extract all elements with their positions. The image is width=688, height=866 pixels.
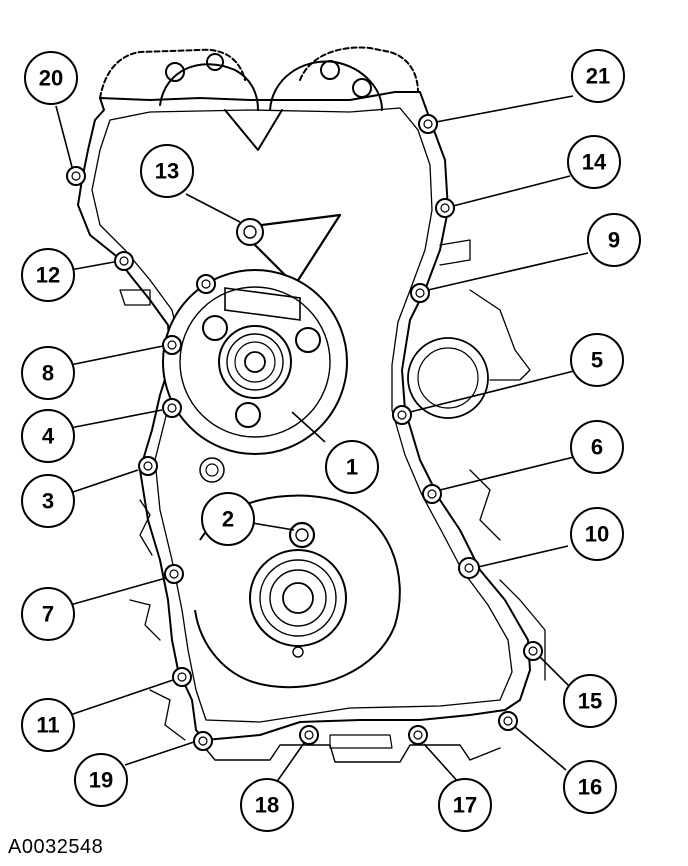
callout-2: 2: [201, 492, 255, 546]
crankshaft-seal-area: [194, 494, 401, 689]
callout-3: 3: [21, 474, 75, 528]
callout-10: 10: [570, 507, 624, 561]
bolt-16-head: [498, 711, 518, 731]
bolt-3-head: [138, 456, 158, 476]
bolt-6-head: [422, 484, 442, 504]
callout-label: 12: [36, 263, 60, 288]
bolt-17-head: [408, 725, 428, 745]
callout-16: 16: [563, 760, 617, 814]
callout-5: 5: [570, 333, 624, 387]
bolt-19-head: [193, 731, 213, 751]
callout-label: 3: [42, 489, 54, 514]
cover-outline: [77, 91, 531, 741]
bolt-top-head: [196, 274, 216, 294]
callout-label: 14: [582, 150, 607, 175]
callout-11: 11: [21, 698, 75, 752]
callout-12: 12: [21, 248, 75, 302]
pulley-assembly: [162, 269, 348, 455]
callout-label: 1: [346, 455, 358, 480]
callout-18: 18: [240, 778, 294, 832]
callout-label: 8: [42, 361, 54, 386]
callout-17: 17: [438, 778, 492, 832]
bolt-20-head: [66, 166, 86, 186]
callout-label: 2: [222, 507, 234, 532]
bolt-4-head: [162, 398, 182, 418]
callout-21: 21: [571, 49, 625, 103]
bolt-11-head: [172, 667, 192, 687]
callout-label: 15: [578, 689, 602, 714]
bolt-9-head: [410, 283, 430, 303]
bolt-18-head: [299, 725, 319, 745]
callout-6: 6: [570, 420, 624, 474]
cover-bolts: [66, 114, 543, 751]
callout-label: 13: [155, 159, 179, 184]
callout-15: 15: [563, 674, 617, 728]
callout-label: 16: [578, 775, 602, 800]
callout-label: 5: [591, 348, 603, 373]
callout-label: 21: [586, 64, 610, 89]
callout-label: 19: [89, 768, 113, 793]
callout-4: 4: [21, 409, 75, 463]
callout-label: 4: [42, 424, 55, 449]
callout-label: 20: [39, 66, 63, 91]
callout-9: 9: [587, 213, 641, 267]
callout-19: 19: [74, 753, 128, 807]
callout-7: 7: [21, 587, 75, 641]
bolt-13-head: [236, 218, 264, 246]
bolt-12-head: [114, 251, 134, 271]
callout-label: 11: [36, 713, 59, 738]
callout-1: 1: [325, 440, 379, 494]
callout-label: 18: [255, 793, 279, 818]
callout-14: 14: [567, 135, 621, 189]
callouts: 1 2 3 4 5 6 7 8 9 10 11 12 13 14 15 16 1…: [21, 49, 641, 832]
bolt-14-head: [435, 198, 455, 218]
callout-label: 17: [453, 793, 477, 818]
callout-label: 10: [585, 522, 609, 547]
bolt-7-head: [164, 564, 184, 584]
callout-label: 6: [591, 435, 603, 460]
callout-20: 20: [24, 51, 78, 105]
bolt-15-head: [523, 641, 543, 661]
bolt-5-head: [392, 405, 412, 425]
leader-lines: [55, 95, 589, 785]
callout-13: 13: [140, 144, 194, 198]
bolt-21-head: [418, 114, 438, 134]
figure-reference-id: A0032548: [8, 836, 104, 858]
bolt-10-head: [458, 557, 480, 579]
bolt-8-head: [162, 335, 182, 355]
camshaft-sprockets: [99, 46, 419, 111]
callout-8: 8: [21, 346, 75, 400]
callout-label: 7: [42, 602, 54, 627]
callout-label: 9: [608, 228, 620, 253]
